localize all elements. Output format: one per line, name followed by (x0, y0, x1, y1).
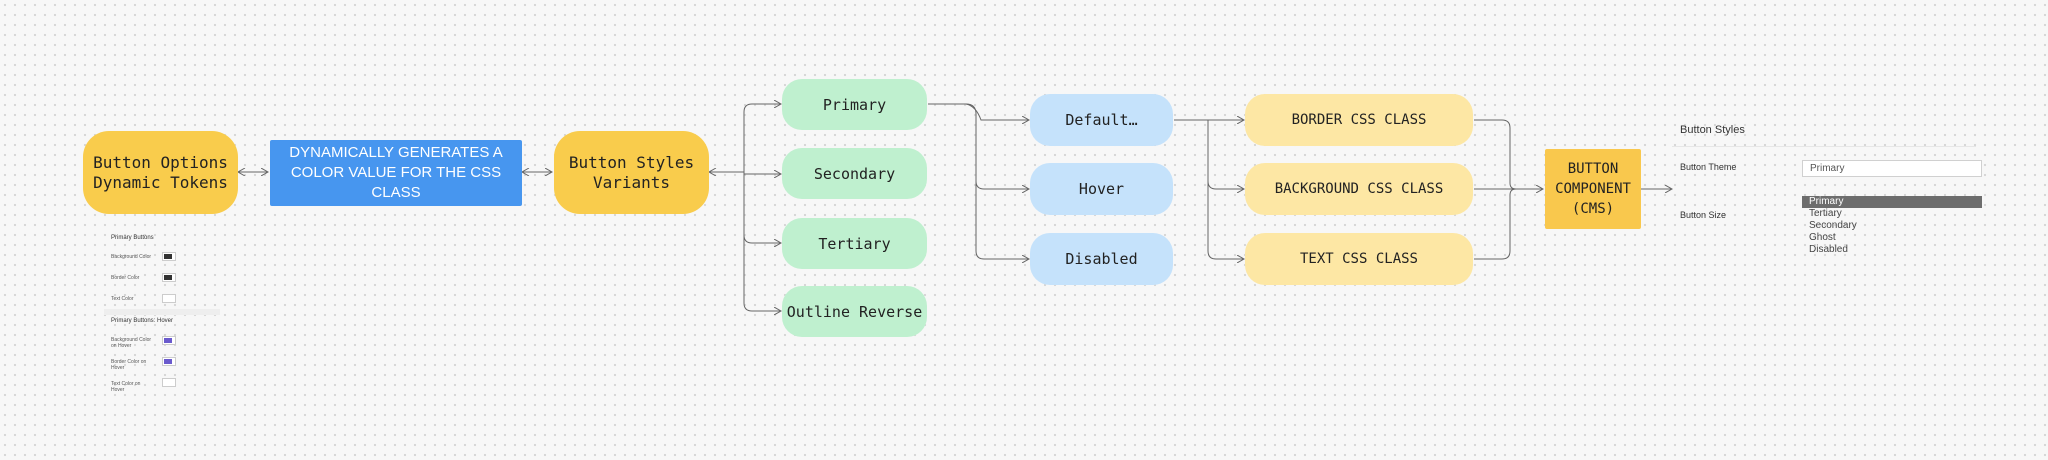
variant-outline-reverse: Outline Reverse (782, 286, 927, 337)
component-line2: COMPONENT (1555, 181, 1631, 197)
css-class-label: BACKGROUND CSS CLASS (1274, 181, 1444, 197)
button-size-label: Button Size (1680, 210, 1727, 220)
border-hover-label: Border Color on Hover (111, 359, 147, 371)
theme-option[interactable]: Tertiary (1809, 208, 1842, 219)
background-color-swatch[interactable] (162, 252, 176, 261)
text-color-swatch[interactable] (162, 294, 176, 303)
button-styles-node: Button Styles Variants (554, 131, 709, 214)
primary-hover-heading: Primary Buttons: Hover (111, 318, 174, 324)
css-class-background: BACKGROUND CSS CLASS (1245, 163, 1473, 215)
dynamic-generator-line2: COLOR VALUE FOR THE CSS CLASS (290, 164, 502, 201)
variant-tertiary: Tertiary (782, 218, 927, 269)
text-hover-swatch[interactable] (162, 378, 176, 387)
button-theme-select[interactable]: Primary (1802, 160, 1982, 177)
theme-option[interactable]: Primary (1802, 196, 1982, 208)
state-hover: Hover (1030, 163, 1173, 215)
button-theme-value: Primary (1810, 163, 1845, 174)
button-options-node: Button Options Dynamic Tokens (83, 131, 238, 214)
background-hover-label: Background Color on Hover (111, 337, 152, 349)
theme-option[interactable]: Ghost (1809, 232, 1836, 243)
title-divider (1672, 146, 1976, 147)
background-hover-swatch[interactable] (162, 336, 176, 345)
theme-option[interactable]: Disabled (1809, 244, 1848, 255)
variant-secondary: Secondary (782, 148, 927, 199)
token-settings-panel: Primary Buttons Background Color Border … (104, 228, 220, 398)
text-hover-label: Text Color on Hover (111, 381, 141, 393)
border-hover-swatch[interactable] (162, 357, 176, 366)
button-theme-label: Button Theme (1680, 162, 1737, 172)
css-class-label: TEXT CSS CLASS (1299, 251, 1418, 267)
button-theme-options: Primary Tertiary Secondary Ghost Disable… (1802, 196, 1982, 256)
variant-label: Tertiary (818, 234, 891, 253)
variant-label: Outline Reverse (786, 302, 923, 321)
arrow-primary-states (928, 103, 977, 115)
button-styles-line1: Button Styles (568, 152, 695, 172)
dynamic-generator-line1: DYNAMICALLY GENERATES A (289, 144, 503, 161)
button-styles-line2: Variants (592, 172, 671, 192)
text-color-label: Text Color (111, 296, 134, 302)
state-label: Default… (1065, 111, 1138, 129)
button-component-node: BUTTON COMPONENT (CMS) (1545, 149, 1641, 229)
component-line3: (CMS) (1571, 201, 1615, 217)
component-line1: BUTTON (1567, 161, 1619, 177)
css-class-border: BORDER CSS CLASS (1245, 94, 1473, 146)
variant-primary: Primary (782, 79, 927, 130)
button-options-line2: Dynamic Tokens (93, 172, 228, 192)
button-styles-settings-panel: Button Styles Button Theme Primary Butto… (1672, 115, 1982, 265)
button-options-line1: Button Options (93, 152, 228, 172)
variant-label: Primary (822, 95, 887, 114)
border-color-label: Border Color (111, 275, 140, 281)
state-label: Disabled (1065, 250, 1138, 268)
state-default: Default… (1030, 94, 1173, 146)
primary-buttons-heading: Primary Buttons (111, 235, 154, 241)
css-class-text: TEXT CSS CLASS (1245, 233, 1473, 285)
css-class-label: BORDER CSS CLASS (1291, 112, 1427, 128)
settings-title: Button Styles (1680, 124, 1745, 136)
state-label: Hover (1078, 180, 1125, 198)
state-disabled: Disabled (1030, 233, 1173, 285)
variant-label: Secondary (813, 164, 896, 183)
arrow-classes-component (1474, 119, 1517, 190)
background-color-label: Background Color (111, 254, 152, 260)
dynamic-generator-node: DYNAMICALLY GENERATES A COLOR VALUE FOR … (270, 140, 522, 206)
theme-option[interactable]: Secondary (1809, 220, 1857, 231)
panel-divider (104, 309, 220, 315)
border-color-swatch[interactable] (162, 273, 176, 282)
